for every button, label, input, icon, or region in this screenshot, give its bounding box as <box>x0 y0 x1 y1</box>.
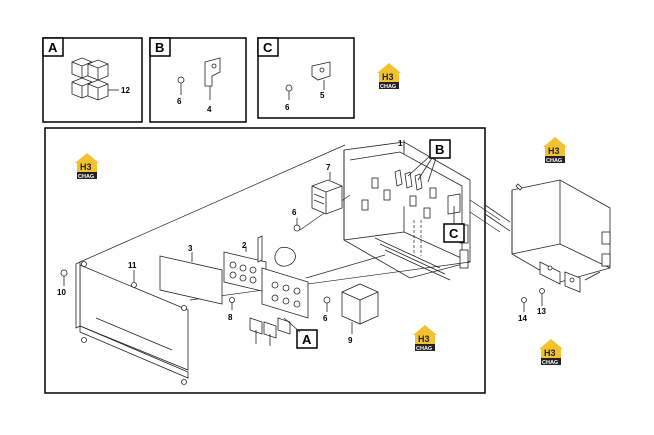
callout-13: 13 <box>537 307 546 316</box>
svg-text:A: A <box>302 332 312 347</box>
svg-text:CHAG: CHAG <box>542 360 558 366</box>
view-ref-a: A <box>283 317 318 349</box>
svg-text:C: C <box>449 226 459 241</box>
watermark-logo: H3 CHAG <box>539 339 563 366</box>
callout-11: 11 <box>128 261 137 270</box>
label-plate-icon <box>159 255 223 305</box>
watermark-logo: H3 CHAG <box>377 63 401 90</box>
screw-icon <box>60 269 68 277</box>
callout-8: 8 <box>228 313 233 322</box>
relay-group-icon <box>71 57 109 101</box>
callout-1: 1 <box>398 139 403 148</box>
control-module-icon <box>341 283 379 325</box>
view-ref-b: B <box>407 139 451 183</box>
watermark-logo: H3 CHAG <box>543 137 567 164</box>
cover-icon <box>75 261 189 385</box>
svg-text:CHAG: CHAG <box>380 84 396 90</box>
detail-panel-c: C 5 6 <box>257 37 355 119</box>
callout-12: 12 <box>121 86 130 95</box>
detail-panel-a: A 12 <box>42 37 143 123</box>
callout-9: 9 <box>348 336 353 345</box>
detail-letter-c: C <box>263 40 273 55</box>
callout-6-c: 6 <box>285 103 290 112</box>
callout-7: 7 <box>326 163 331 172</box>
view-ref-c: C <box>443 206 465 243</box>
bracket-icon <box>177 57 221 100</box>
detail-letter-a: A <box>48 40 58 55</box>
assembled-unit-icon <box>511 179 611 293</box>
svg-text:B: B <box>435 142 444 157</box>
callout-2: 2 <box>242 241 247 250</box>
screw-icon <box>229 297 235 303</box>
screw-icon <box>521 297 527 303</box>
svg-text:H3: H3 <box>548 146 560 156</box>
watermark-logo: H3 CHAG <box>413 325 437 352</box>
connector-lines <box>484 204 511 232</box>
screw-icon <box>293 224 301 232</box>
screw-icon <box>323 296 331 304</box>
fuse-board-icon <box>223 235 309 346</box>
watermark-logo: H3 CHAG <box>75 153 99 180</box>
svg-text:CHAG: CHAG <box>78 174 94 180</box>
clip-icon <box>285 61 331 100</box>
detail-panel-b: B 6 4 <box>149 37 247 123</box>
callout-3: 3 <box>188 244 193 253</box>
svg-text:H3: H3 <box>382 72 394 82</box>
svg-text:CHAG: CHAG <box>416 346 432 352</box>
callout-5: 5 <box>320 91 325 100</box>
callout-10: 10 <box>57 288 66 297</box>
fusebox-housing-icon <box>343 141 471 281</box>
detail-letter-b: B <box>155 40 164 55</box>
main-exploded-view: 1 7 6 3 <box>44 127 501 394</box>
callout-6-upper: 6 <box>292 208 297 217</box>
callout-6-b: 6 <box>177 97 182 106</box>
callout-6-lower: 6 <box>323 314 328 323</box>
relay-block-icon <box>311 179 343 215</box>
callout-14: 14 <box>518 314 527 323</box>
svg-text:H3: H3 <box>418 334 430 344</box>
svg-text:H3: H3 <box>80 162 92 172</box>
washer-icon <box>539 288 545 294</box>
svg-text:H3: H3 <box>544 348 556 358</box>
svg-text:CHAG: CHAG <box>546 158 562 164</box>
callout-4: 4 <box>207 105 212 114</box>
